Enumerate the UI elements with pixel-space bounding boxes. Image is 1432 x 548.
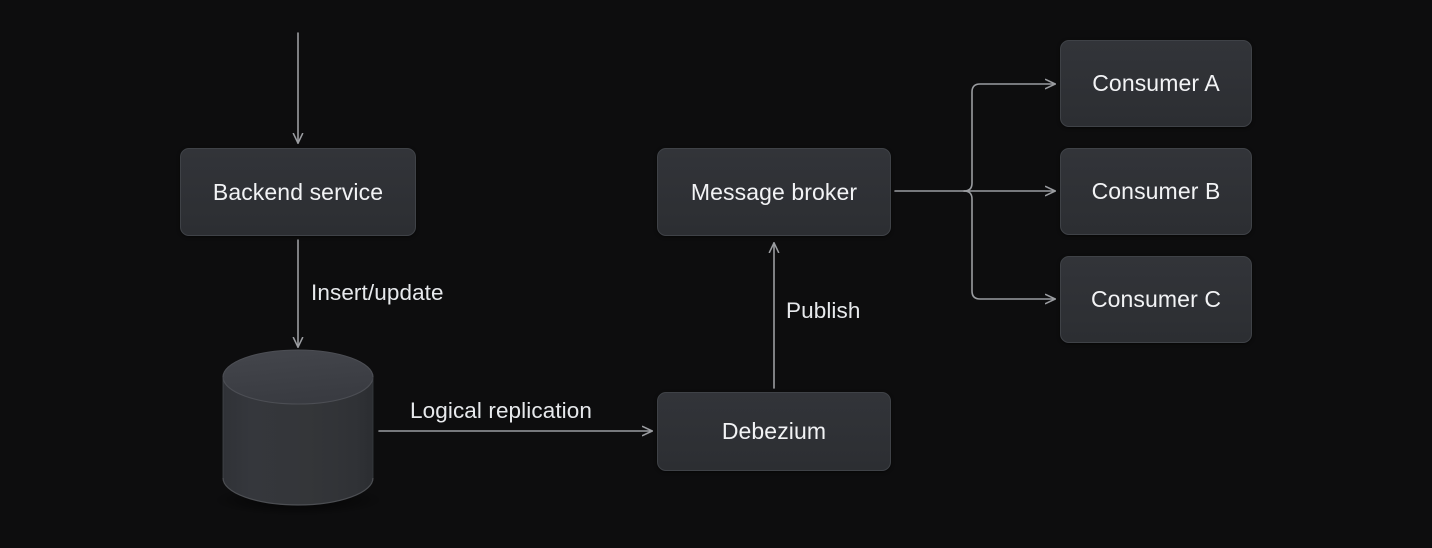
node-consumer-c[interactable]: Consumer C — [1060, 256, 1252, 343]
node-label: Consumer A — [1092, 70, 1220, 96]
edge-label-logical-replication: Logical replication — [410, 398, 593, 423]
node-message-broker[interactable]: Message broker — [657, 148, 891, 236]
edge-label-insert-update: Insert/update — [311, 280, 444, 305]
node-label: Consumer C — [1090, 286, 1222, 312]
node-debezium[interactable]: Debezium — [657, 392, 891, 471]
node-consumer-a[interactable]: Consumer A — [1060, 40, 1252, 127]
database-cylinder — [212, 349, 384, 516]
edge-broker-to-consumer-a — [963, 84, 1055, 192]
edge-broker-to-consumer-c — [963, 190, 1055, 299]
node-label: Consumer B — [1091, 178, 1221, 204]
node-label: Debezium — [721, 418, 827, 444]
edge-label-publish: Publish — [786, 298, 861, 323]
node-consumer-b[interactable]: Consumer B — [1060, 148, 1252, 235]
node-backend-service[interactable]: Backend service — [180, 148, 416, 236]
node-label: Message broker — [690, 178, 858, 205]
node-label: Backend service — [212, 178, 384, 205]
